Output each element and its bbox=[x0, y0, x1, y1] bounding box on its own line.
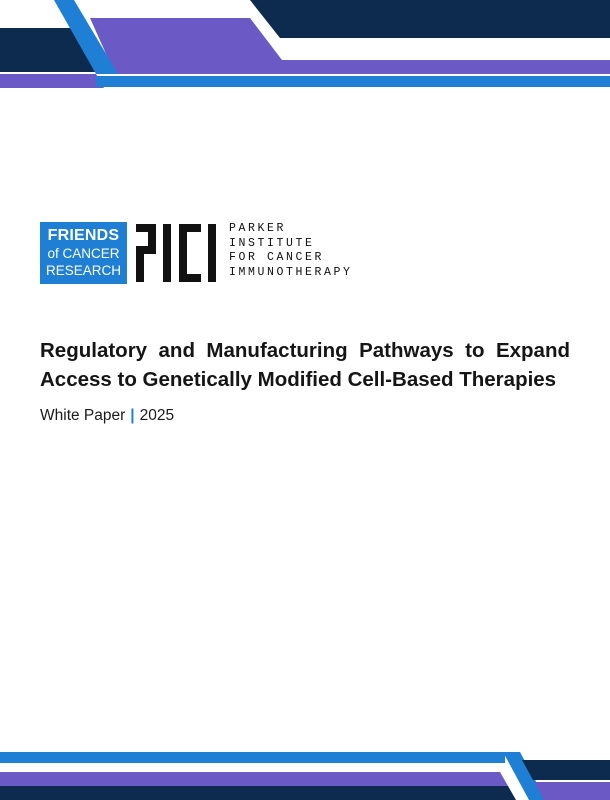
foc-logo-line3: RESEARCH bbox=[45, 263, 121, 278]
top-navy-block-right bbox=[250, 0, 610, 38]
document-type: White Paper bbox=[40, 407, 126, 424]
top-navy-block-left bbox=[0, 28, 100, 72]
parker-institute-wordmark: PARKER INSTITUTE FOR CANCER IMMUNOTHERAP… bbox=[229, 222, 353, 280]
document-subtitle: White Paper|2025 bbox=[40, 406, 174, 426]
bottom-navy-block-left bbox=[0, 786, 516, 800]
subtitle-separator: | bbox=[130, 407, 135, 424]
pici-wordmark-line4: IMMUNOTHERAPY bbox=[229, 265, 353, 279]
friends-of-cancer-research-logo: FRIENDS of CANCER RESEARCH bbox=[40, 222, 127, 284]
bottom-navy-block-right bbox=[522, 760, 610, 780]
bottom-blue-diagonal bbox=[503, 752, 546, 800]
top-decorative-band bbox=[0, 0, 610, 88]
pici-wordmark-line2: INSTITUTE bbox=[229, 236, 315, 250]
bottom-purple-stripe bbox=[0, 772, 508, 786]
top-blue-diagonal bbox=[54, 0, 118, 74]
foc-logo-line1: FRIENDS bbox=[47, 227, 120, 244]
top-blue-stripe bbox=[96, 76, 610, 87]
document-title-line2: Access to Genetically Modified Cell-Base… bbox=[40, 368, 557, 391]
document-title: Regulatory and Manufacturing Pathways to… bbox=[40, 336, 570, 394]
pici-wordmark-line3: FOR CANCER bbox=[229, 251, 325, 264]
bottom-purple-right bbox=[534, 782, 610, 800]
top-purple-small bbox=[0, 74, 104, 88]
document-year: 2025 bbox=[139, 407, 175, 424]
bottom-blue-stripe bbox=[0, 752, 505, 763]
top-purple-stripe bbox=[90, 18, 610, 74]
bottom-decorative-band bbox=[0, 752, 610, 800]
pici-wordmark-line1: PARKER bbox=[229, 222, 287, 235]
foc-logo-line2: of CANCER bbox=[47, 246, 120, 261]
document-title-line1: Regulatory and Manufacturing Pathways to… bbox=[40, 339, 570, 362]
pici-monogram-logo bbox=[136, 224, 216, 282]
